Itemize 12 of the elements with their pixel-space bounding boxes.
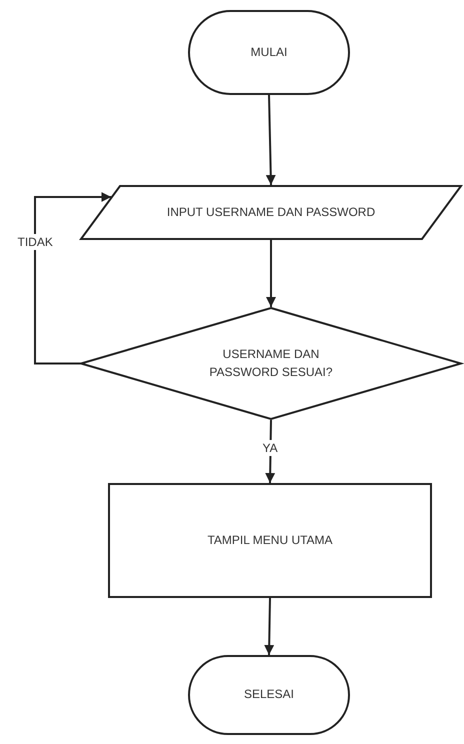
arrow bbox=[264, 598, 274, 656]
arrow bbox=[34, 192, 112, 364]
node-label: MULAI bbox=[250, 44, 288, 61]
arrow bbox=[266, 240, 276, 307]
edge-label: YA bbox=[260, 440, 280, 456]
arrow bbox=[266, 94, 276, 186]
node-label: INPUT USERNAME DAN PASSWORD bbox=[166, 204, 376, 221]
arrow bbox=[265, 420, 276, 484]
edge-label: TIDAK bbox=[16, 234, 55, 250]
node-label: TAMPIL MENU UTAMA bbox=[207, 532, 333, 549]
node-label: SELESAI bbox=[244, 686, 294, 704]
node-label: USERNAME DAN PASSWORD SESUAI? bbox=[208, 346, 334, 380]
